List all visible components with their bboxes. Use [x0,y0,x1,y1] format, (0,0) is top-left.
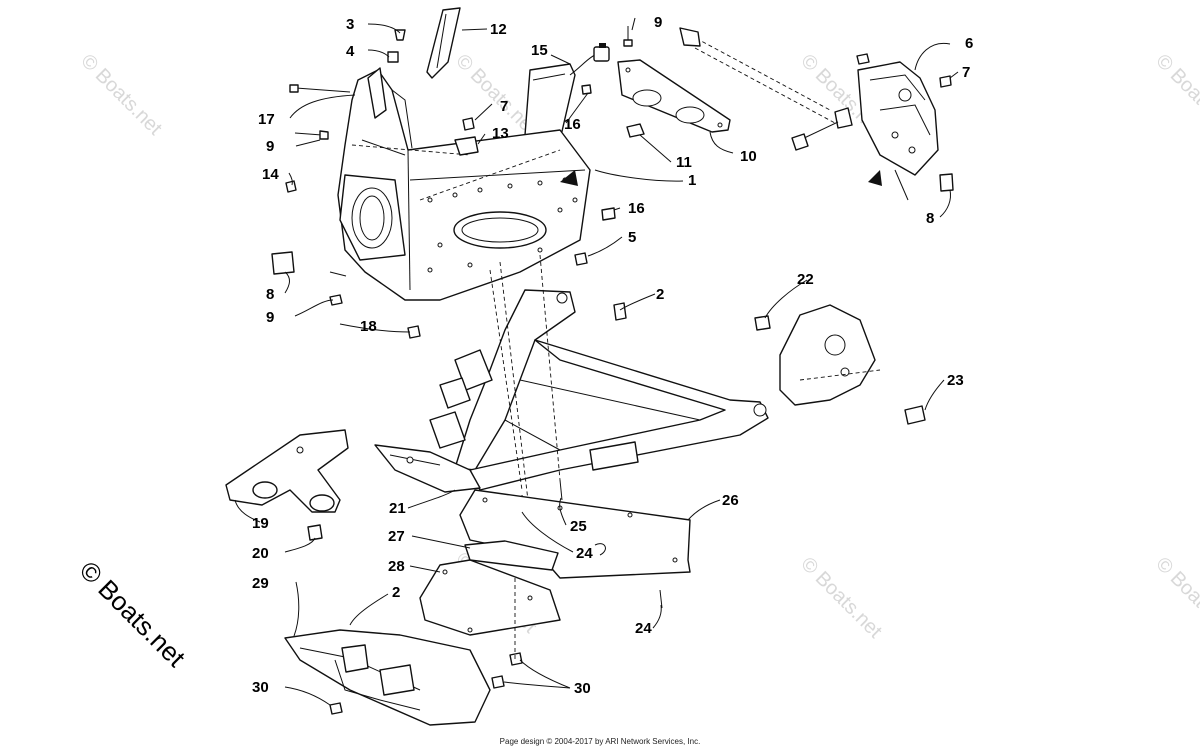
callout-11: 11 [676,154,692,171]
callout-19: 19 [252,515,269,532]
callout-6: 6 [965,35,973,52]
callout-30: 30 [252,679,269,696]
callout-9: 9 [266,309,274,326]
callout-1: 1 [688,172,696,189]
callout-2: 2 [656,286,664,303]
callout-16: 16 [564,116,581,133]
callout-21: 21 [389,500,406,517]
callout-13: 13 [492,125,509,142]
main-housing [337,67,591,301]
callout-9: 9 [266,138,274,155]
callout-8: 8 [266,286,274,303]
callout-24: 24 [635,620,652,637]
hardware-group [271,26,926,715]
callout-17: 17 [258,111,275,128]
part-28-plate [419,559,561,636]
callout-3: 3 [346,16,354,33]
callout-2: 2 [392,584,400,601]
callout-26: 26 [722,492,739,509]
callout-7: 7 [500,98,508,115]
callout-14: 14 [262,166,279,183]
part-6-bracket [791,53,954,201]
watermark-text: © Boats.net [1151,50,1200,140]
callout-28: 28 [388,558,405,575]
callout-27: 27 [388,528,405,545]
callout-23: 23 [947,372,964,389]
part-22-bracket [779,304,881,406]
watermark-dark-text: © Boats.net [74,555,192,673]
callout-5: 5 [628,229,636,246]
part-10-plate [617,59,731,138]
callout-29: 29 [252,575,269,592]
callout-25: 25 [570,518,587,535]
callout-7: 7 [962,64,970,81]
callout-labels: 3 4 12 15 9 6 7 17 7 16 13 9 10 11 14 1 … [252,14,973,697]
callout-10: 10 [740,148,757,165]
callout-24: 24 [576,545,593,562]
callout-9: 9 [654,14,662,31]
part-21-mount [374,444,481,493]
watermark-text: © Boats.net [76,50,166,140]
part-12-bracket [426,7,461,79]
part-29-guard [284,578,516,726]
callout-22: 22 [797,271,814,288]
callout-4: 4 [346,43,355,60]
watermark-text: © Boats.net [796,553,886,643]
callout-15: 15 [531,42,548,59]
callout-8: 8 [926,210,934,227]
part-19-bracket [225,429,349,513]
footer-copyright: Page design © 2004-2017 by ARI Network S… [499,737,701,746]
callout-20: 20 [252,545,269,562]
front-frame [429,254,769,561]
leader-lines [234,17,959,706]
callout-18: 18 [360,318,377,335]
callout-16: 16 [628,200,645,217]
callout-12: 12 [490,21,507,38]
watermark-text: © Boats.net [1151,553,1200,643]
callout-30: 30 [574,680,591,697]
